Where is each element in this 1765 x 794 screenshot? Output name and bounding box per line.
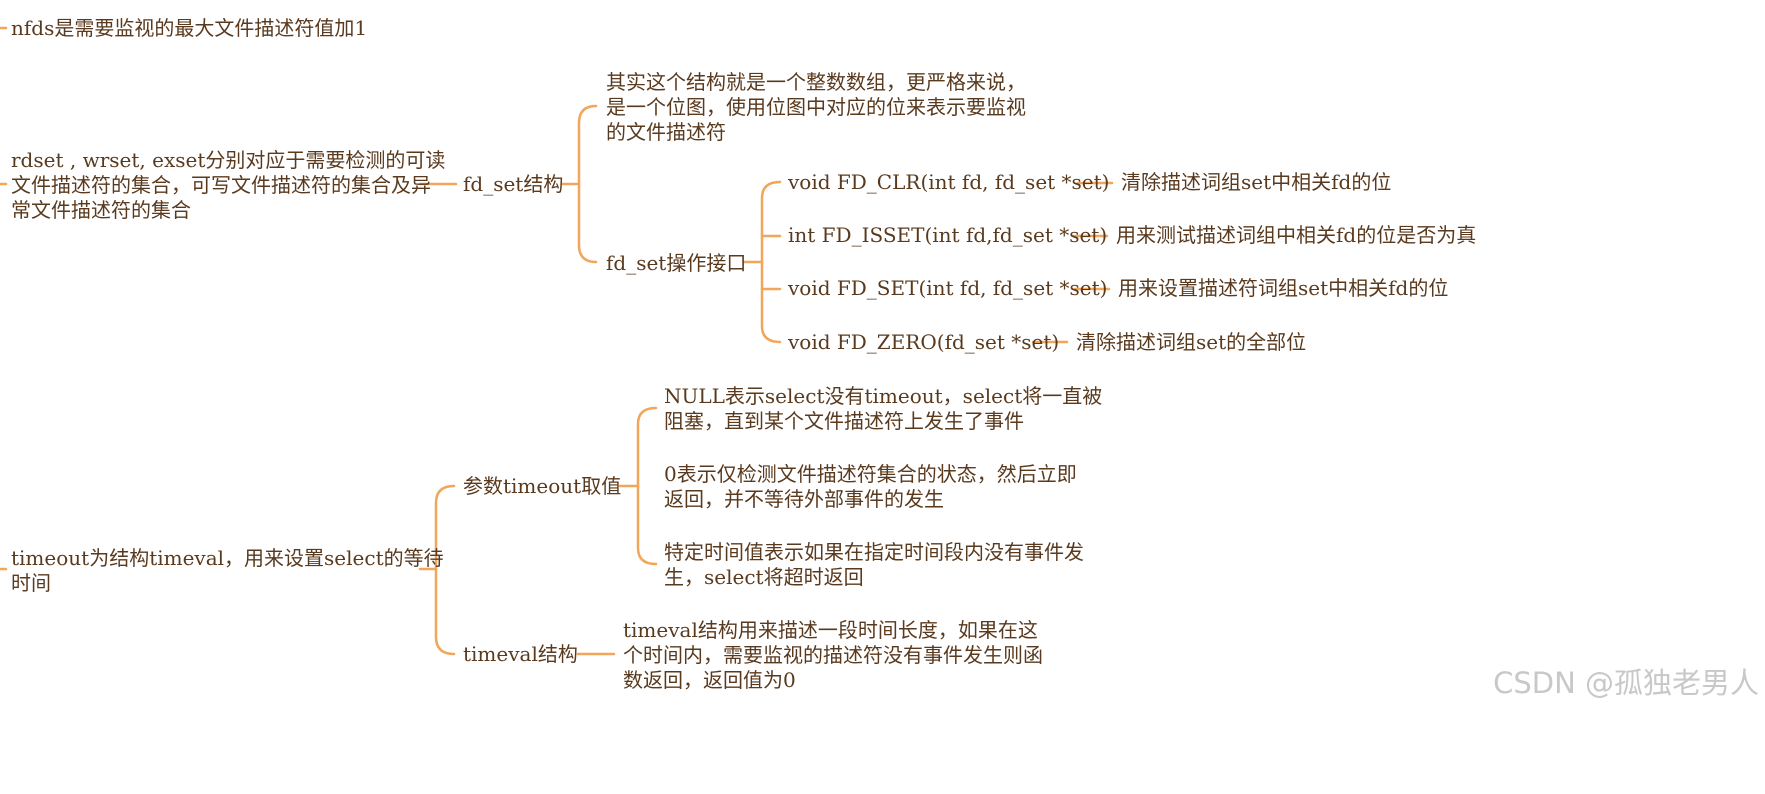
bracket-fdset [577, 104, 598, 264]
node-timeout-null-line-2: 阻塞，直到某个文件描述符上发生了事件 [664, 409, 1024, 433]
node-nfds: nfds是需要监视的最大文件描述符值加1 [11, 16, 368, 40]
node-timeout-specific: 特定时间值表示如果在指定时间段内没有事件发 生，select将超时返回 [664, 540, 1084, 590]
node-timeout-null: NULL表示select没有timeout，select将一直被 阻塞，直到某个… [664, 384, 1102, 434]
bracket-param [636, 406, 658, 566]
node-timeout-param: 参数timeout取值 [463, 474, 622, 498]
node-timeout-zero-line-2: 返回，并不等待外部事件的发生 [664, 487, 944, 511]
node-fd-set-ops: fd_set操作接口 [606, 251, 747, 275]
node-timeval-desc-line-1: timeval结构用来描述一段时间长度，如果在这 [623, 618, 1038, 642]
node-op-fd-isset: int FD_ISSET(int fd,fd_set *set) [788, 223, 1108, 247]
bracket-ops [760, 180, 782, 344]
node-timeout-zero-line-1: 0表示仅检测文件描述符集合的状态，然后立即 [664, 462, 1077, 486]
node-timeval-struct: timeval结构 [463, 642, 578, 666]
node-timeout-null-line-1: NULL表示select没有timeout，select将一直被 [664, 384, 1103, 408]
node-op-fd-clr: void FD_CLR(int fd, fd_set *set) [788, 170, 1110, 194]
node-timeval-desc: timeval结构用来描述一段时间长度，如果在这 个时间内，需要监视的描述符没有… [623, 618, 1043, 693]
node-timeout-specific-line-1: 特定时间值表示如果在指定时间段内没有事件发 [664, 540, 1084, 564]
node-timeval-desc-line-3: 数返回，返回值为0 [623, 668, 796, 692]
node-rdset-line-1: rdset , wrset, exset分别对应于需要检测的可读 [11, 148, 446, 172]
node-timeout-line-1: timeout为结构timeval，用来设置select的等待 [11, 546, 444, 570]
bracket-timeout [434, 484, 456, 656]
watermark: CSDN @孤独老男人 [1493, 666, 1759, 700]
node-fd-set-desc-line-3: 的文件描述符 [606, 120, 726, 144]
node-rdset-line-2: 文件描述符的集合，可写文件描述符的集合及异 [11, 173, 431, 197]
node-timeout-zero: 0表示仅检测文件描述符集合的状态，然后立即 返回，并不等待外部事件的发生 [664, 462, 1077, 512]
node-fd-set-desc-line-2: 是一个位图，使用位图中对应的位来表示要监视 [606, 95, 1026, 119]
node-rdset: rdset , wrset, exset分别对应于需要检测的可读 文件描述符的集… [11, 148, 445, 223]
node-op-fd-set: void FD_SET(int fd, fd_set *set) [788, 276, 1108, 300]
node-rdset-line-3: 常文件描述符的集合 [11, 198, 191, 222]
node-fd-set-desc: 其实这个结构就是一个整数数组，更严格来说， 是一个位图，使用位图中对应的位来表示… [606, 70, 1026, 145]
node-timeval-desc-line-2: 个时间内，需要监视的描述符没有事件发生则函 [623, 643, 1043, 667]
node-fd-set-desc-line-1: 其实这个结构就是一个整数数组，更严格来说， [606, 70, 1026, 94]
node-op-fd-clr-desc: 清除描述词组set中相关fd的位 [1121, 170, 1392, 194]
node-timeout: timeout为结构timeval，用来设置select的等待 时间 [11, 546, 444, 596]
node-op-fd-set-desc: 用来设置描述符词组set中相关fd的位 [1118, 276, 1449, 300]
node-op-fd-zero-desc: 清除描述词组set的全部位 [1076, 330, 1307, 354]
node-fd-set-struct: fd_set结构 [463, 172, 564, 196]
node-op-fd-isset-desc: 用来测试描述词组中相关fd的位是否为真 [1116, 223, 1477, 247]
node-timeout-specific-line-2: 生，select将超时返回 [664, 565, 864, 589]
node-op-fd-zero: void FD_ZERO(fd_set *set) [788, 330, 1060, 354]
node-timeout-line-2: 时间 [11, 571, 51, 595]
